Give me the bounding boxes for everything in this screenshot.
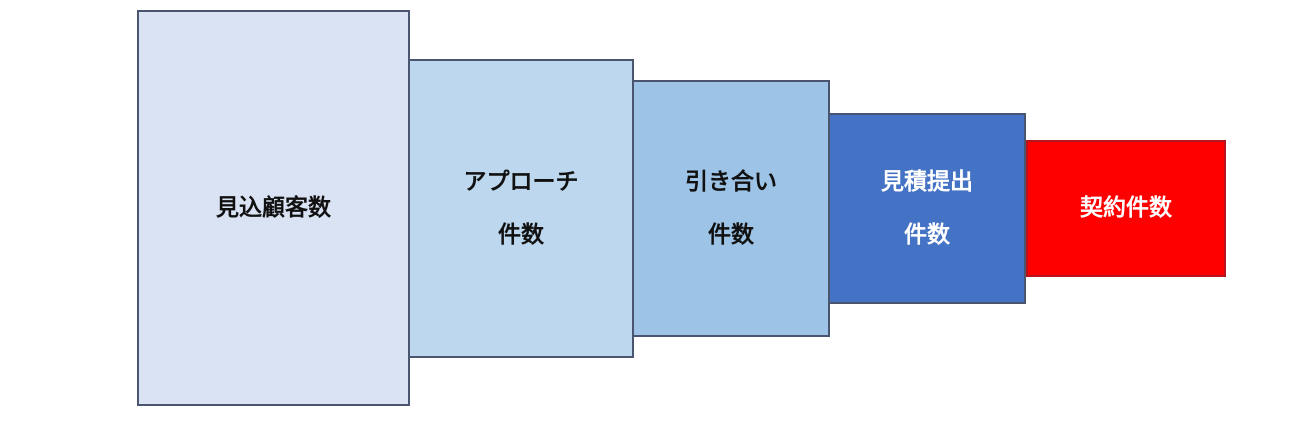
stage-inquiries: 引き合い 件数 [632, 80, 830, 337]
stage-inquiries-label-line2: 件数 [708, 221, 754, 248]
stage-inquiries-label-line1: 引き合い [685, 168, 777, 195]
stage-contracts: 契約件数 [1026, 140, 1226, 277]
stage-quotes: 見積提出 件数 [828, 113, 1026, 304]
stage-prospects-label: 見込顧客数 [216, 194, 331, 221]
stage-approaches: アプローチ 件数 [408, 59, 634, 358]
stage-quotes-label-line2: 件数 [904, 221, 950, 248]
stage-approaches-label-line1: アプローチ [463, 168, 579, 195]
stage-approaches-label-line2: 件数 [498, 221, 544, 248]
stage-contracts-label: 契約件数 [1080, 195, 1172, 221]
stage-prospects: 見込顧客数 [137, 10, 410, 406]
stage-quotes-label-line1: 見積提出 [881, 168, 973, 195]
